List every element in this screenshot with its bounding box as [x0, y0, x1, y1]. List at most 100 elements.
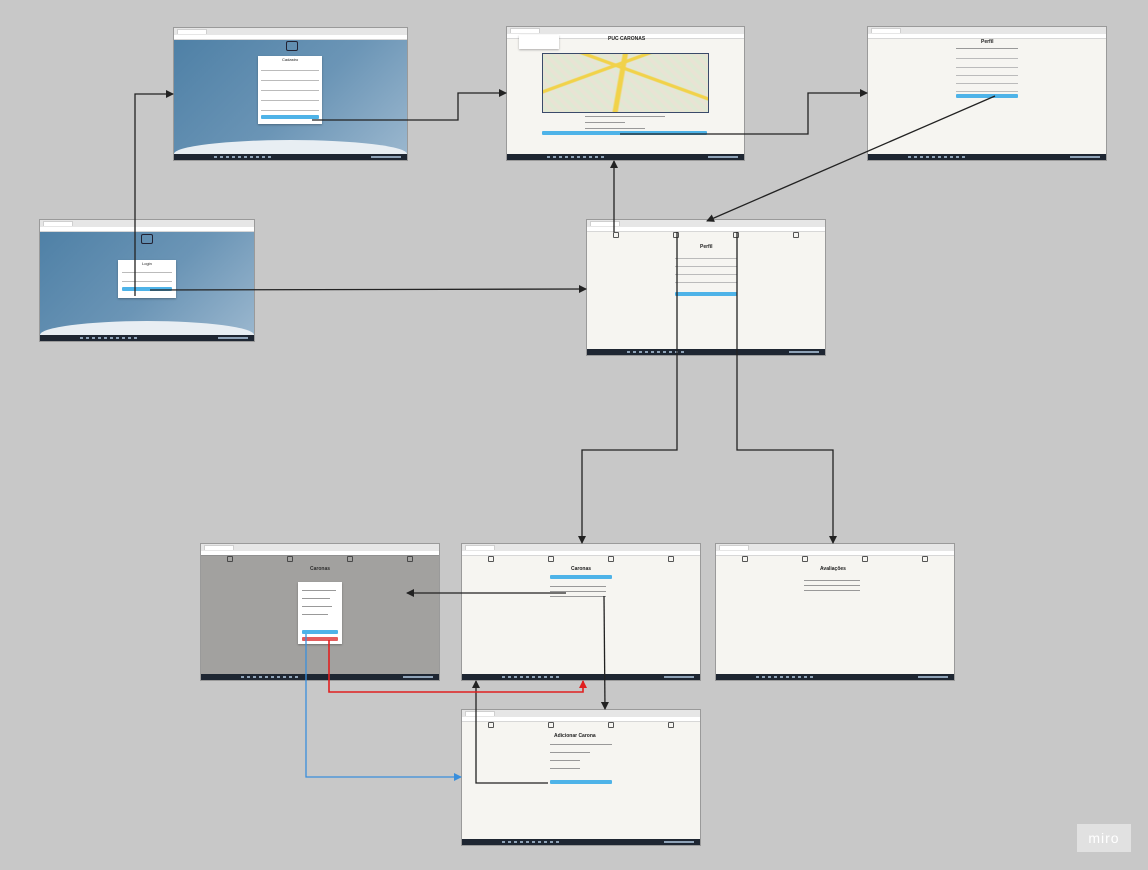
screen-login: Login: [40, 220, 254, 341]
nav-rides-icon[interactable]: [673, 232, 679, 238]
profile-edit-field-3[interactable]: [956, 71, 1018, 76]
register-card: Cadastro: [258, 56, 322, 124]
info-line-3: [585, 128, 645, 129]
nav-rating-icon[interactable]: [347, 556, 353, 562]
add-ride-button[interactable]: [550, 575, 612, 579]
nav-profile-icon[interactable]: [407, 556, 413, 562]
nav-home-icon[interactable]: [227, 556, 233, 562]
decorative-wave: [174, 140, 407, 154]
arrow-rides-to-new-ride: [600, 595, 609, 710]
screen-register: Cadastro: [174, 28, 407, 160]
profile-update-button[interactable]: [675, 292, 737, 296]
screen-rating: Avaliações: [716, 544, 954, 680]
info-line-2: [585, 122, 625, 123]
edit-ride-button[interactable]: [302, 630, 338, 634]
login-password-field[interactable]: [122, 277, 172, 282]
miro-watermark: miro: [1077, 824, 1131, 852]
register-password-field[interactable]: [261, 106, 319, 111]
os-taskbar: [868, 154, 1106, 160]
browser-address-bar: [507, 34, 744, 39]
login-card-title: Login: [142, 261, 152, 266]
profile-save-button[interactable]: [956, 94, 1018, 98]
os-taskbar: [716, 674, 954, 680]
nav-profile-icon[interactable]: [793, 232, 799, 238]
login-username-field[interactable]: [122, 268, 172, 273]
nav-profile-icon[interactable]: [922, 556, 928, 562]
rides-modal-title: Caronas: [310, 566, 331, 572]
register-name-field[interactable]: [261, 66, 319, 71]
nav-rating-icon[interactable]: [608, 556, 614, 562]
arrow-new-ride-to-rides: [472, 680, 548, 784]
new-ride-title: Adicionar Carona: [554, 733, 596, 739]
arrow-profile-to-rides: [578, 232, 678, 544]
profile-edit-field-2[interactable]: [956, 63, 1018, 68]
profile-edit-field-1[interactable]: [956, 54, 1018, 59]
profile-field-3[interactable]: [675, 270, 737, 275]
ride-row-3[interactable]: [550, 596, 606, 597]
screen-rides-modal: Caronas: [201, 544, 439, 680]
puc-logo-icon: [286, 41, 298, 51]
profile-field-2[interactable]: [675, 262, 737, 267]
nav-profile-icon[interactable]: [668, 722, 674, 728]
new-ride-field-1[interactable]: [550, 744, 612, 745]
browser-address-bar: [462, 551, 700, 556]
screen-home: PUC CARONAS: [507, 27, 744, 160]
nav-profile-icon[interactable]: [668, 556, 674, 562]
browser-address-bar: [868, 34, 1106, 39]
puc-logo-icon: [141, 234, 153, 244]
profile-edit-field-5[interactable]: [956, 87, 1018, 92]
screen-rides: Caronas: [462, 544, 700, 680]
profile-field-4[interactable]: [675, 278, 737, 283]
nav-home-icon[interactable]: [742, 556, 748, 562]
browser-address-bar: [716, 551, 954, 556]
offer-ride-button[interactable]: [542, 131, 707, 135]
rating-row-2[interactable]: [804, 585, 860, 586]
ride-detail-line-2: [302, 598, 330, 599]
nav-rating-icon[interactable]: [608, 722, 614, 728]
info-line-1: [585, 116, 665, 117]
save-ride-button[interactable]: [550, 780, 612, 784]
delete-ride-button[interactable]: [302, 637, 338, 641]
nav-rides-icon[interactable]: [802, 556, 808, 562]
os-taskbar: [587, 349, 825, 355]
profile-field-1[interactable]: [675, 254, 737, 259]
register-email-field[interactable]: [261, 76, 319, 81]
screen-profile-edit: Perfil: [868, 27, 1106, 160]
ride-row-2[interactable]: [550, 591, 606, 592]
ride-detail-line-1: [302, 590, 336, 591]
rating-row-1[interactable]: [804, 580, 860, 581]
arrow-login-to-profile: [149, 285, 587, 294]
nav-rides-icon[interactable]: [287, 556, 293, 562]
decorative-wave: [40, 321, 254, 335]
ride-row-1[interactable]: [550, 586, 606, 587]
nav-home-icon[interactable]: [488, 556, 494, 562]
profile-edit-field-4[interactable]: [956, 79, 1018, 84]
browser-popup: [519, 35, 559, 49]
new-ride-field-2[interactable]: [550, 752, 590, 753]
os-taskbar: [462, 839, 700, 845]
home-title: PUC CARONAS: [608, 36, 646, 42]
register-phone-field[interactable]: [261, 96, 319, 101]
profile-edit-info: [956, 48, 1018, 49]
os-taskbar: [201, 674, 439, 680]
ride-detail-line-3: [302, 606, 332, 607]
browser-address-bar: [40, 227, 254, 232]
nav-rating-icon[interactable]: [733, 232, 739, 238]
nav-rides-icon[interactable]: [548, 722, 554, 728]
login-button[interactable]: [122, 287, 172, 291]
rating-row-3[interactable]: [804, 590, 860, 591]
nav-home-icon[interactable]: [613, 232, 619, 238]
arrow-home-to-profile-edit: [620, 89, 868, 135]
nav-rating-icon[interactable]: [862, 556, 868, 562]
new-ride-field-3[interactable]: [550, 760, 580, 761]
arrow-profile-to-rating: [736, 232, 837, 544]
browser-address-bar: [587, 227, 825, 232]
register-button[interactable]: [261, 115, 319, 119]
rides-title: Caronas: [571, 566, 592, 572]
nav-home-icon[interactable]: [488, 722, 494, 728]
nav-rides-icon[interactable]: [548, 556, 554, 562]
new-ride-field-4[interactable]: [550, 768, 580, 769]
arrow-profile-edit-to-profile: [706, 95, 996, 222]
register-matricula-field[interactable]: [261, 86, 319, 91]
